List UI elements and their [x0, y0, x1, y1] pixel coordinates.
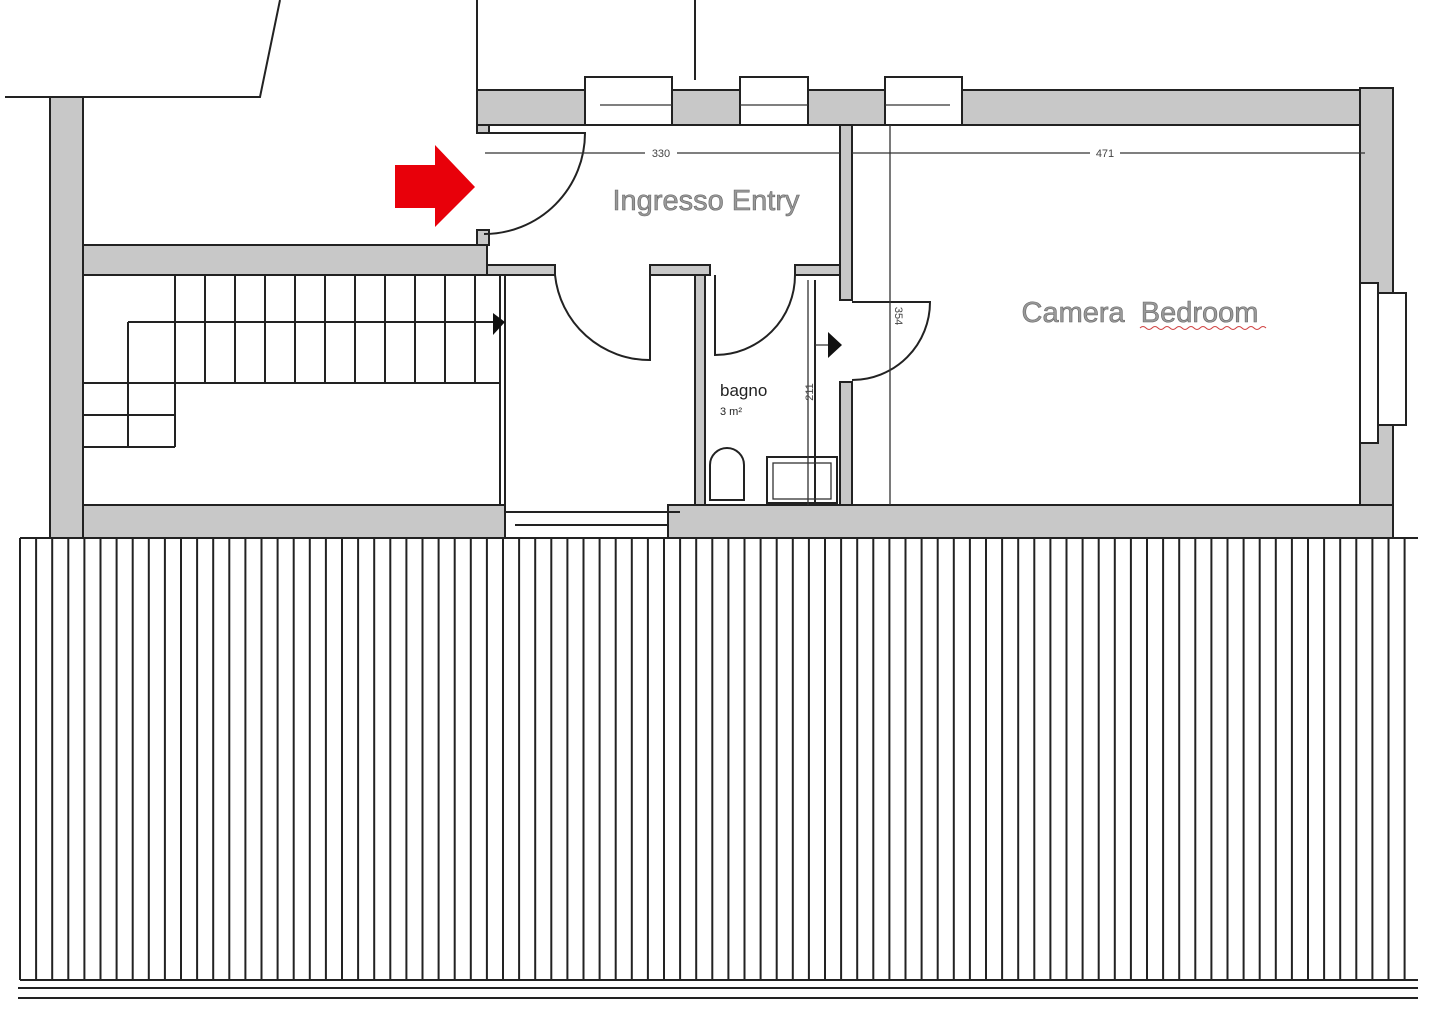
- bath-arrow-icon: [828, 332, 842, 358]
- dimension-bedroom-door: 354: [892, 307, 904, 325]
- room-label-bedroom: Camera Bedroom: [1022, 297, 1259, 329]
- doors: [483, 132, 932, 526]
- bathroom-door: [714, 274, 796, 357]
- dimension-bedroom-width: 471: [1096, 148, 1114, 160]
- dimension-lines: 330 471 354 211: [485, 125, 1365, 505]
- stair-arrow-icon: [493, 313, 505, 335]
- interior-lines: [504, 275, 842, 505]
- bedroom-door: [851, 301, 932, 381]
- red-arrow-icon: [395, 145, 475, 227]
- dimension-entry-width: 330: [652, 148, 670, 160]
- closet-door: [554, 274, 651, 362]
- bathroom-area: 3 m²: [720, 406, 742, 418]
- bathroom-fixtures: [709, 447, 838, 504]
- dimension-bathroom: 211: [804, 383, 816, 401]
- spellcheck-underline: [1139, 326, 1267, 330]
- staircase: [83, 274, 505, 505]
- toilet-icon: [709, 447, 745, 501]
- shower-tray: [766, 456, 838, 504]
- room-label-bathroom: bagno: [720, 381, 767, 400]
- windows: [584, 76, 1407, 444]
- room-label-entry: Ingresso Entry: [613, 185, 800, 217]
- entry-door: [483, 132, 587, 235]
- deck-planks: [18, 537, 1418, 999]
